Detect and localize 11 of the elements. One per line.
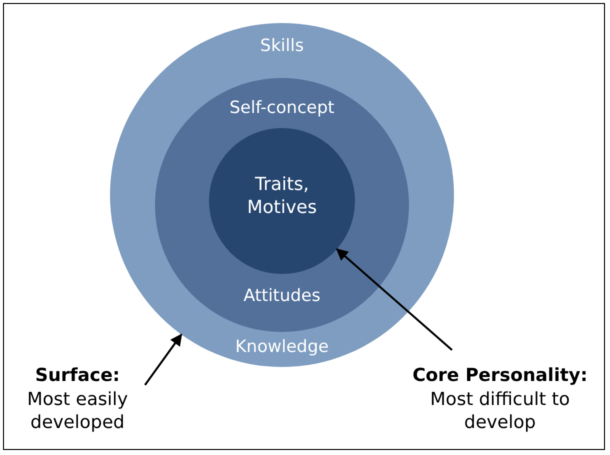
ring-label: Traits, Motives [246,174,318,219]
ring-label: Skills [259,36,305,58]
arrow [144,334,182,386]
arrow [336,248,453,351]
callout-heading: Surface: [34,365,121,388]
ring-label: Knowledge [234,337,330,358]
ring-label: Self-concept [228,98,336,120]
callout-body: Most difficult to develop [429,389,571,434]
callout-body: Most easily developed [26,389,129,434]
ring-label: Attitudes [242,286,322,308]
callout-heading: Core Personality: [411,365,589,388]
